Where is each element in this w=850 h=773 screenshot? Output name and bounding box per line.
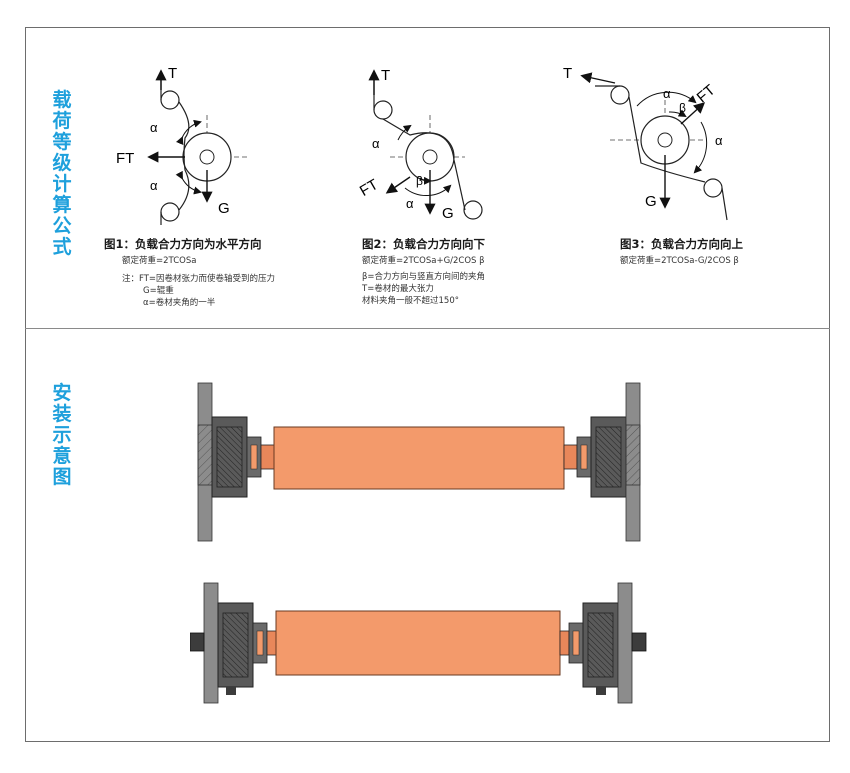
- fig2-label-beta: β: [416, 174, 423, 188]
- page-frame: [25, 27, 830, 742]
- fig1-label-alpha-top: α: [150, 120, 158, 135]
- figure-2-formula: 额定荷重=2TCOSa+G/2COS β: [362, 256, 485, 266]
- guide-roller-top-icon: [373, 100, 393, 120]
- fig2-label-g: G: [442, 205, 454, 222]
- fig1-label-g: G: [218, 200, 230, 217]
- figure-1-note-2: G=辊重: [143, 286, 174, 296]
- roller-body-upper: [273, 426, 565, 490]
- guide-roller-bottom-icon: [160, 202, 180, 222]
- section-title-formulas: 载荷等级计算公式: [52, 89, 72, 258]
- figure-3-title: 图3：负载合力方向向上: [620, 237, 744, 251]
- figure-1-diagram: T FT G α α: [116, 65, 250, 225]
- figure-3-formula: 额定荷重=2TCOSa-G/2COS β: [620, 256, 739, 266]
- section-divider: [25, 328, 830, 329]
- fig2-label-alpha-top: α: [372, 136, 380, 151]
- fig1-label-t: T: [168, 65, 177, 82]
- figure-2-note-1: β=合力方向与竖直方向间的夹角: [362, 272, 486, 282]
- fig2-label-t: T: [381, 67, 390, 84]
- guide-roller-bottom-icon: [703, 178, 723, 198]
- fig1-label-ft: FT: [116, 150, 134, 167]
- installation-diagrams: [190, 382, 647, 704]
- figure-2-diagram: T FT G α α β: [357, 67, 483, 222]
- figure-1-formula: 额定荷重=2TCOSa: [122, 256, 197, 266]
- figure-1-title: 图1：负载合力方向为水平方向: [104, 237, 262, 251]
- fig3-label-g: G: [645, 193, 657, 210]
- fig3-label-t: T: [563, 65, 572, 82]
- fig3-label-alpha-top: α: [663, 86, 671, 101]
- guide-roller-bottom-icon: [463, 200, 483, 220]
- fig1-label-alpha-bottom: α: [150, 178, 158, 193]
- roller-body-lower: [275, 610, 561, 676]
- figure-2-title: 图2：负载合力方向向下: [362, 237, 486, 251]
- installation-upper: [197, 382, 641, 542]
- figure-2-note-3: 材料夹角一般不超过150°: [362, 296, 459, 306]
- section-title-installation: 安装示意图: [52, 382, 72, 488]
- figure-3-diagram: T FT G α α β: [563, 65, 728, 221]
- fig3-label-ft: FT: [694, 82, 719, 107]
- figure-1-note-3: α=卷材夹角的一半: [143, 298, 216, 308]
- fig2-label-ft: FT: [357, 176, 381, 200]
- fig3-label-alpha-right: α: [715, 133, 723, 148]
- guide-roller-top-icon: [610, 85, 630, 105]
- figure-2-note-2: T=卷材的最大张力: [362, 284, 434, 294]
- guide-roller-top-icon: [160, 90, 180, 110]
- fig2-label-alpha-bottom: α: [406, 196, 414, 211]
- installation-lower: [190, 582, 647, 704]
- fig3-label-beta: β: [679, 101, 686, 115]
- figure-1-note-1: 注：FT=因卷材张力而使卷轴受到的压力: [122, 274, 276, 284]
